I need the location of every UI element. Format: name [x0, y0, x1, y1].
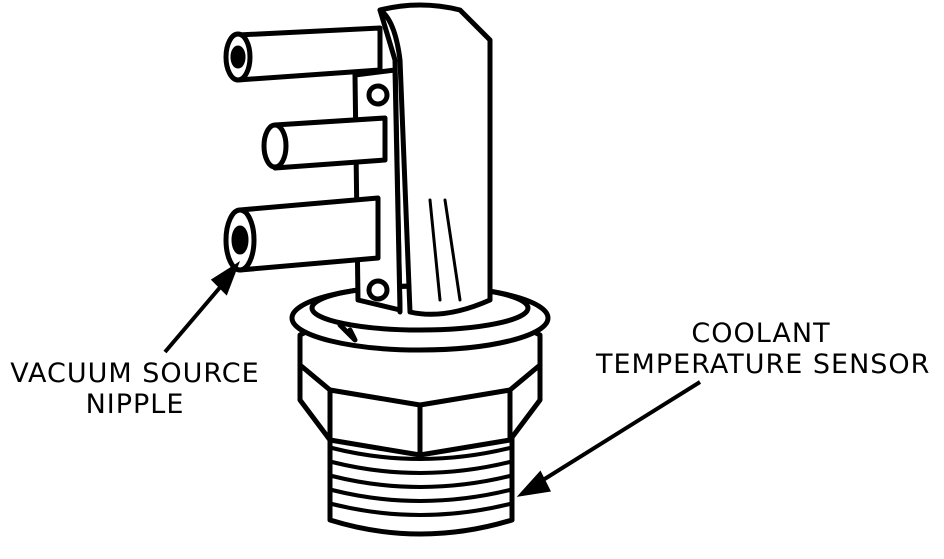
valve-body [377, 2, 493, 317]
leader-arrows [163, 261, 702, 497]
coolant-sensor-label: COOLANT TEMPERATURE SENSOR [596, 318, 931, 380]
nipple-middle [261, 115, 388, 171]
threaded-base [327, 427, 515, 537]
nipple-top [223, 25, 383, 83]
vacuum-source-nipple-label: VACUUM SOURCE NIPPLE [4, 358, 266, 420]
arrow-vacuum-nipple [163, 276, 230, 354]
coolant-label-line2: TEMPERATURE SENSOR [596, 349, 931, 380]
vacuum-label-line1: VACUUM SOURCE [10, 358, 260, 389]
vacuum-source-nipple [223, 195, 381, 273]
mounting-plate [352, 67, 403, 313]
coolant-label-line1: COOLANT [691, 318, 831, 349]
vacuum-label-line2: NIPPLE [85, 389, 185, 420]
arrow-coolant-sensor [533, 380, 702, 487]
